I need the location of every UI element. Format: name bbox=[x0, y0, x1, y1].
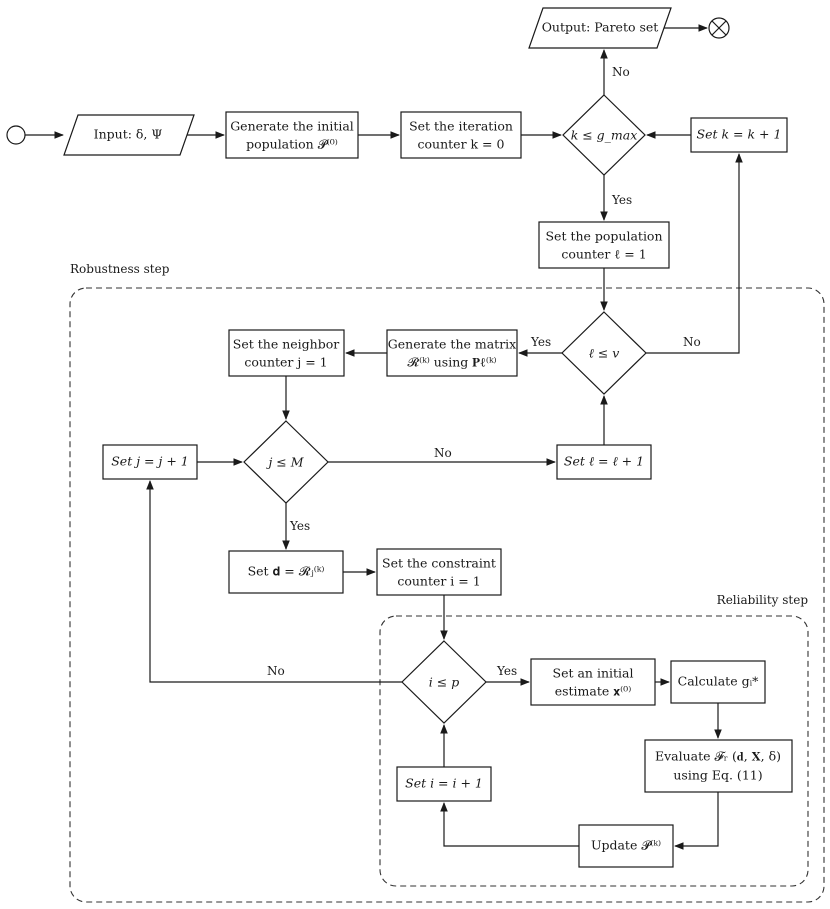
evaluate-text-2: using Eq. (11) bbox=[673, 768, 762, 783]
set-constraint-text-2: counter i = 1 bbox=[397, 574, 480, 589]
set-iteration-text-2: counter k = 0 bbox=[418, 137, 505, 152]
label-no-j: No bbox=[434, 446, 452, 460]
start-node bbox=[6, 125, 26, 145]
set-i-node bbox=[396, 766, 492, 802]
robustness-step-label: Robustness step bbox=[70, 262, 170, 276]
set-d-text: Set 𝐝 = 𝓡ⱼ⁽ᵏ⁾ bbox=[248, 564, 325, 579]
robustness-step-region bbox=[69, 287, 825, 903]
set-neighbor-text-1: Set the neighbor bbox=[233, 337, 339, 352]
edge-icheck-setj bbox=[146, 480, 402, 683]
set-population-counter-node bbox=[538, 221, 670, 269]
initial-estimate-text-2: estimate 𝐱⁽⁰⁾ bbox=[555, 684, 632, 699]
set-population-text-1: Set the population bbox=[545, 229, 662, 244]
i-check-text: i ≤ p bbox=[429, 675, 459, 690]
initial-estimate-node bbox=[530, 658, 656, 706]
generate-initial-text-2: population 𝓟⁽⁰⁾ bbox=[246, 137, 338, 152]
input-node bbox=[63, 114, 195, 156]
label-no-i: No bbox=[267, 664, 285, 678]
reliability-step-label: Reliability step bbox=[717, 593, 809, 607]
edge-lcheck-setk bbox=[646, 153, 743, 354]
end-cross-2 bbox=[711, 20, 727, 36]
set-iteration-counter-node bbox=[400, 111, 522, 159]
label-yes-l: Yes bbox=[530, 335, 551, 349]
generate-initial-population-node bbox=[225, 111, 359, 159]
reliability-step-region bbox=[379, 615, 809, 887]
set-iteration-text-1: Set the iteration bbox=[409, 119, 513, 134]
label-no-top: No bbox=[612, 65, 630, 79]
set-neighbor-text-2: counter j = 1 bbox=[244, 355, 327, 370]
set-l-node bbox=[556, 444, 652, 480]
evaluate-node bbox=[644, 739, 793, 793]
output-node bbox=[528, 7, 672, 49]
generate-matrix-text-1: Generate the matrix bbox=[388, 337, 516, 352]
generate-initial-text-1: Generate the initial bbox=[230, 119, 354, 134]
calculate-text: Calculate gᵢ* bbox=[678, 674, 759, 689]
label-yes-k: Yes bbox=[611, 193, 632, 207]
evaluate-text-1: Evaluate 𝓕ᵣ (𝐝, 𝐗, δ) bbox=[655, 749, 781, 764]
l-check-text: ℓ ≤ v bbox=[589, 346, 620, 361]
set-constraint-text-1: Set the constraint bbox=[382, 556, 496, 571]
update-node bbox=[578, 824, 674, 868]
k-check-text: k ≤ g_max bbox=[571, 128, 638, 143]
output-text: Output: Pareto set bbox=[542, 20, 659, 35]
set-k-node bbox=[690, 117, 788, 153]
input-text: Input: δ, Ψ bbox=[94, 127, 163, 142]
label-no-l: No bbox=[683, 335, 701, 349]
edge-update-seti bbox=[440, 802, 579, 847]
i-check-decision bbox=[401, 640, 487, 724]
initial-estimate-text-1: Set an initial bbox=[553, 666, 634, 681]
set-i-text: Set i = i + 1 bbox=[405, 776, 483, 791]
generate-matrix-text-2: 𝓡⁽ᵏ⁾ using 𝐏ℓ⁽ᵏ⁾ bbox=[407, 355, 496, 370]
set-constraint-counter-node bbox=[376, 548, 502, 596]
set-j-text: Set j = j + 1 bbox=[111, 454, 189, 469]
j-check-text: j ≤ M bbox=[265, 455, 304, 470]
update-text: Update 𝓟⁽ᵏ⁾ bbox=[591, 838, 661, 853]
set-population-text-2: counter ℓ = 1 bbox=[561, 247, 646, 262]
set-k-text: Set k = k + 1 bbox=[697, 127, 782, 142]
l-check-decision bbox=[561, 311, 647, 395]
label-yes-i: Yes bbox=[496, 664, 517, 678]
set-l-text: Set ℓ = ℓ + 1 bbox=[564, 454, 644, 469]
label-yes-j: Yes bbox=[289, 519, 310, 533]
edge-evaluate-update bbox=[674, 792, 719, 850]
set-neighbor-counter-node bbox=[228, 329, 345, 377]
